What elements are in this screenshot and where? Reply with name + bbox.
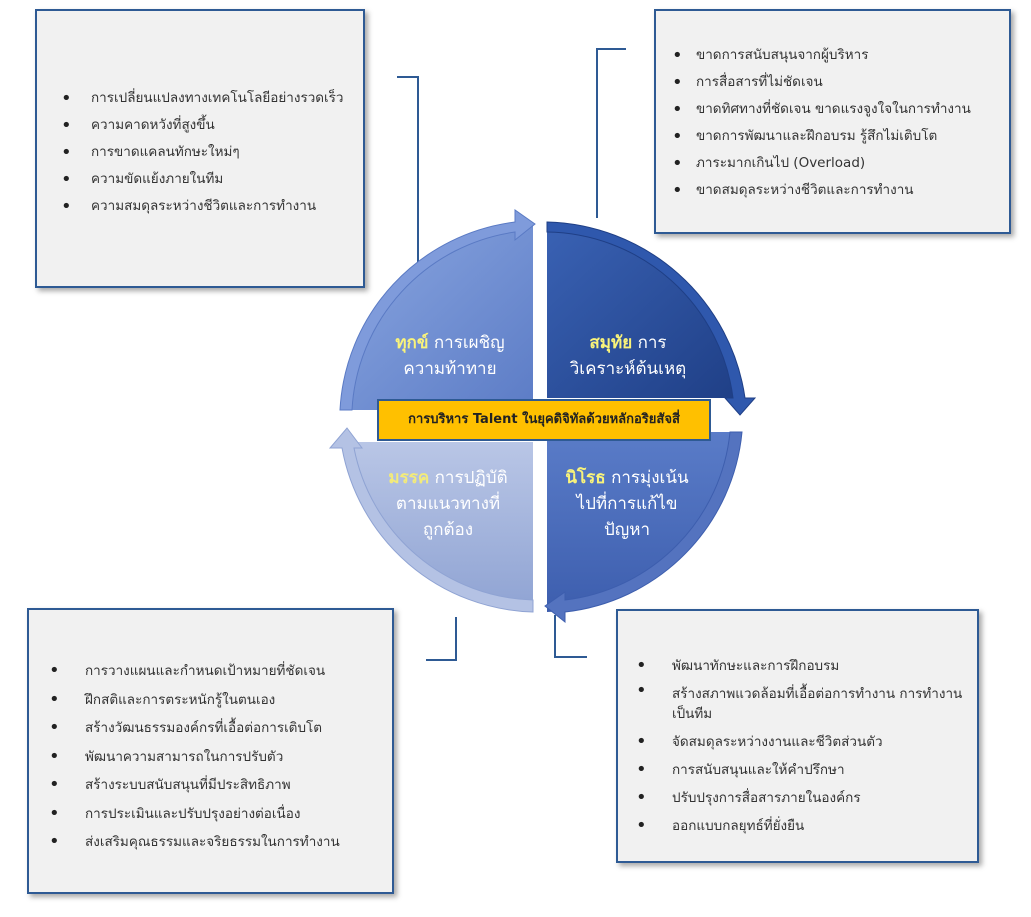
box-samudaya-causes: ขาดการสนับสนุนจากผู้บริหาร การสื่อสารที่… [654,9,1011,234]
list-item: การวางแผนและกำหนดเป้าหมายที่ชัดเจน [29,657,392,686]
center-title-banner: การบริหาร Talent ในยุคดิจิทัลด้วยหลักอริ… [377,399,711,441]
list-item: สร้างวัฒนธรรมองค์กรที่เอื้อต่อการเติบโต [29,714,392,743]
connector-bottom-right [554,615,587,658]
list-item: ออกแบบกลยุทธ์ที่ยั่งยืน [618,813,977,839]
list-item: ความขัดแย้งภายในทีม [37,166,363,193]
list-item: ปรับปรุงการสื่อสารภายในองค์กร [618,785,977,811]
quadrant-top-left [339,209,536,411]
list-item: พัฒนาทักษะและการฝึกอบรม [618,653,977,679]
key-nirodha: นิโรธ [565,468,606,488]
list-item: การประเมินและปรับปรุงอย่างต่อเนื่อง [29,800,392,829]
key-dukkha: ทุกข์ [395,333,429,353]
quadrant-bottom-left-label: มรรค การปฏิบัติ ตามแนวทางที่ ถูกต้อง [388,468,508,540]
quadrant-top-right-label: สมุทัย การ วิเคราะห์ต้นเหตุ [569,333,687,379]
list-item: การสื่อสารที่ไม่ชัดเจน [656,69,1009,96]
list-item: ส่งเสริมคุณธรรมและจริยธรรมในการทำงาน [29,828,392,857]
connector-bottom-left [426,617,457,661]
causes-list: ขาดการสนับสนุนจากผู้บริหาร การสื่อสารที่… [656,11,1009,204]
quadrant-bottom-right [544,431,743,624]
quadrant-bottom-right-label: นิโรธ การมุ่งเน้น ไปที่การแก้ไข ปัญหา [565,468,689,540]
key-magga: มรรค [388,468,430,488]
list-item: ความคาดหวังที่สูงขึ้น [37,112,363,139]
list-item: ขาดทิศทางที่ชัดเจน ขาดแรงจูงใจในการทำงาน [656,96,1009,123]
connector-top-left [397,76,419,272]
list-item: พัฒนาความสามารถในการปรับตัว [29,743,392,772]
list-item: ภาระมากเกินไป (Overload) [656,150,1009,177]
box-nirodha-solutions: พัฒนาทักษะและการฝึกอบรม สร้างสภาพแวดล้อม… [616,609,979,863]
quadrant-bottom-left [328,427,534,613]
list-item: ฝึกสติและการตระหนักรู้ในตนเอง [29,686,392,715]
challenges-list: การเปลี่ยนแปลงทางเทคโนโลยีอย่างรวดเร็ว ค… [37,11,363,220]
box-dukkha-challenges: การเปลี่ยนแปลงทางเทคโนโลยีอย่างรวดเร็ว ค… [35,9,365,288]
quadrant-top-left-label: ทุกข์ การเผชิญ ความท้าทาย [395,333,505,379]
list-item: สร้างระบบสนับสนุนที่มีประสิทธิภาพ [29,771,392,800]
box-magga-path: การวางแผนและกำหนดเป้าหมายที่ชัดเจน ฝึกสต… [27,608,394,894]
key-samudaya: สมุทัย [589,333,633,353]
connector-lines [397,48,626,661]
list-item: ขาดสมดุลระหว่างชีวิตและการทำงาน [656,177,1009,204]
list-item: การเปลี่ยนแปลงทางเทคโนโลยีอย่างรวดเร็ว [37,85,363,112]
connector-top-right [596,48,626,218]
list-item: ขาดการพัฒนาและฝึกอบรม รู้สึกไม่เติบโต [656,123,1009,150]
list-item: สร้างสภาพแวดล้อมที่เอื้อต่อการทำงาน การท… [618,681,977,727]
list-item: ความสมดุลระหว่างชีวิตและการทำงาน [37,193,363,220]
list-item: การสนับสนุนและให้คำปรึกษา [618,757,977,783]
list-item: จัดสมดุลระหว่างงานและชีวิตส่วนตัว [618,729,977,755]
quadrant-top-right [546,221,757,416]
list-item: ขาดการสนับสนุนจากผู้บริหาร [656,42,1009,69]
path-list: การวางแผนและกำหนดเป้าหมายที่ชัดเจน ฝึกสต… [29,610,392,857]
solutions-list: พัฒนาทักษะและการฝึกอบรม สร้างสภาพแวดล้อม… [618,611,977,839]
list-item: การขาดแคลนทักษะใหม่ๆ [37,139,363,166]
